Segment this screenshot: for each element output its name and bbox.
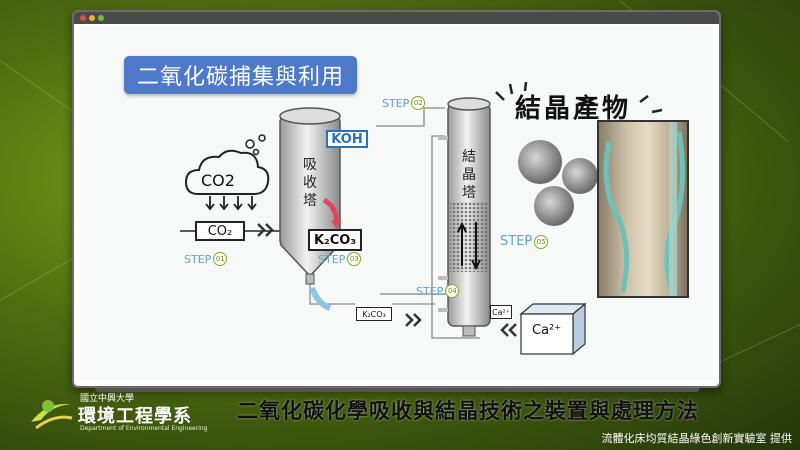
slide-canvas: 二氧化碳捕集與利用 [80, 26, 713, 380]
koh-label: KOH [331, 131, 363, 147]
k2co3-pipe-label: K₂CO₃ [362, 309, 386, 319]
window-dot-yellow[interactable] [89, 15, 95, 21]
step-number: 05 [534, 234, 549, 249]
process-diagram [180, 81, 663, 356]
k2co3-label: K₂CO₃ [313, 232, 357, 248]
laptop-screen-window: 二氧化碳捕集與利用 [72, 10, 721, 388]
step-number: 02 [411, 96, 426, 110]
department-name-en: Department of Environmental Engineering [80, 425, 208, 432]
crystallizer-char: 結 [462, 149, 476, 165]
window-dot-green[interactable] [98, 15, 104, 21]
photo-tubes [603, 122, 686, 296]
ca-small-box: Ca²⁺ [490, 305, 512, 319]
step-text: STEP [500, 234, 533, 249]
window-titlebar [74, 12, 719, 24]
chevron-arrows [257, 223, 517, 337]
step-text: STEP [184, 252, 212, 266]
slide-title: 二氧化碳捕集與利用 [136, 65, 344, 90]
step-04: STEP 04 [416, 284, 460, 298]
crystal-product-title: 結晶產物 [515, 94, 632, 124]
window-dot-red[interactable] [80, 15, 86, 21]
university-logo-icon [31, 400, 73, 430]
co2-input-label: CO₂ [207, 223, 233, 239]
step-text: STEP [382, 96, 410, 110]
crystallizer-char: 晶 [462, 167, 476, 183]
absorber-char: 收 [303, 175, 317, 191]
step-02: STEP 02 [382, 96, 426, 110]
photo-credit: 流體化床均質結晶綠色創新實驗室 提供 [601, 432, 793, 445]
step-number: 03 [347, 252, 362, 266]
step-01: STEP 01 [184, 252, 228, 266]
ca-tank-label: Ca²⁺ [532, 323, 562, 338]
laptop-base [95, 388, 700, 392]
video-caption: 二氧化碳化學吸收與結晶技術之裝置與處理方法 [237, 399, 699, 423]
down-flow-arrow [471, 222, 481, 271]
ca-small-label: Ca²⁺ [492, 307, 510, 317]
crystal-particles [518, 140, 598, 226]
crystallizer-char: 塔 [462, 185, 476, 201]
co2-input-box: CO₂ [195, 221, 245, 241]
absorber-char: 吸 [303, 157, 317, 173]
step-05: STEP 05 [500, 234, 549, 249]
step-text: STEP [318, 252, 346, 266]
blue-flow-arrow [309, 286, 332, 311]
absorption-tower-label: 吸 收 塔 [302, 156, 318, 210]
calcium-tank [519, 302, 587, 356]
crystallization-tower-label: 結 晶 塔 [461, 148, 477, 202]
crystallization-tower [438, 97, 491, 337]
koh-box: KOH [326, 130, 368, 148]
k2co3-pipe-box: K₂CO₃ [356, 307, 392, 321]
absorption-tower [279, 107, 341, 285]
crystal-product-photo [597, 120, 689, 298]
step-number: 04 [445, 284, 460, 298]
step-number: 01 [213, 252, 228, 266]
absorber-char: 塔 [303, 193, 317, 209]
slide-title-banner: 二氧化碳捕集與利用 [124, 56, 357, 94]
step-03: STEP 03 [318, 252, 362, 266]
department-name: 環境工程學系 [78, 406, 192, 427]
up-flow-arrow [457, 221, 467, 266]
co2-cloud-icon [184, 134, 270, 211]
k2co3-box: K₂CO₃ [308, 229, 362, 251]
step-text: STEP [416, 284, 444, 298]
university-name: 國立中興大學 [80, 394, 135, 404]
co2-cloud-text: CO2 [201, 171, 235, 190]
